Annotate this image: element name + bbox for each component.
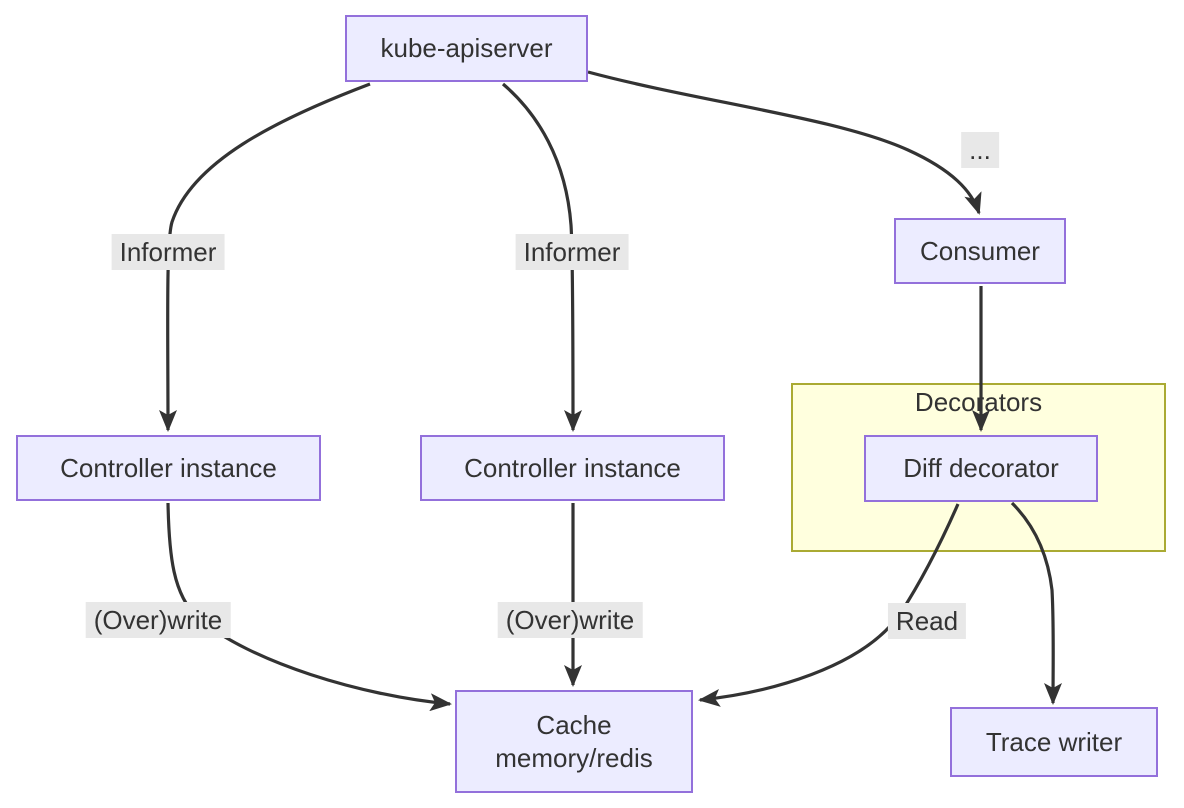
node-diff-decorator-label: Diff decorator <box>903 453 1059 483</box>
node-controller-instance-2: Controller instance <box>420 435 725 501</box>
edge-diff-decorator-to-cache <box>698 503 960 707</box>
node-kube-apiserver-label: kube-apiserver <box>380 33 553 63</box>
edge-label-ellipsis: ... <box>961 132 999 168</box>
edge-label-informer-2: Informer <box>515 234 629 270</box>
node-cache-label-line2: memory/redis <box>495 742 653 773</box>
edge-kube-apiserver-to-controller-1 <box>158 82 371 432</box>
node-diff-decorator: Diff decorator <box>864 435 1098 502</box>
node-kube-apiserver: kube-apiserver <box>345 15 588 82</box>
node-trace-writer-label: Trace writer <box>985 726 1123 757</box>
edge-kube-apiserver-to-controller-2 <box>501 82 582 432</box>
edge-label-read: Read <box>887 603 967 639</box>
node-controller-instance-1: Controller instance <box>16 435 321 501</box>
edge-kube-apiserver-to-consumer <box>587 70 982 215</box>
edge-label-overwrite-2: (Over)write <box>497 602 643 638</box>
edge-label-overwrite-1: (Over)write <box>85 602 231 638</box>
node-consumer-label: Consumer <box>920 235 1040 266</box>
node-cache: Cache memory/redis <box>455 690 693 793</box>
node-consumer: Consumer <box>894 218 1066 284</box>
node-cache-label-line1: Cache <box>536 709 612 740</box>
node-controller-instance-1-label: Controller instance <box>60 452 277 483</box>
edge-diff-decorator-to-trace-writer <box>1010 501 1063 705</box>
node-trace-writer: Trace writer <box>950 707 1158 777</box>
edge-label-informer-1: Informer <box>111 234 225 270</box>
node-controller-instance-2-label: Controller instance <box>464 452 681 483</box>
